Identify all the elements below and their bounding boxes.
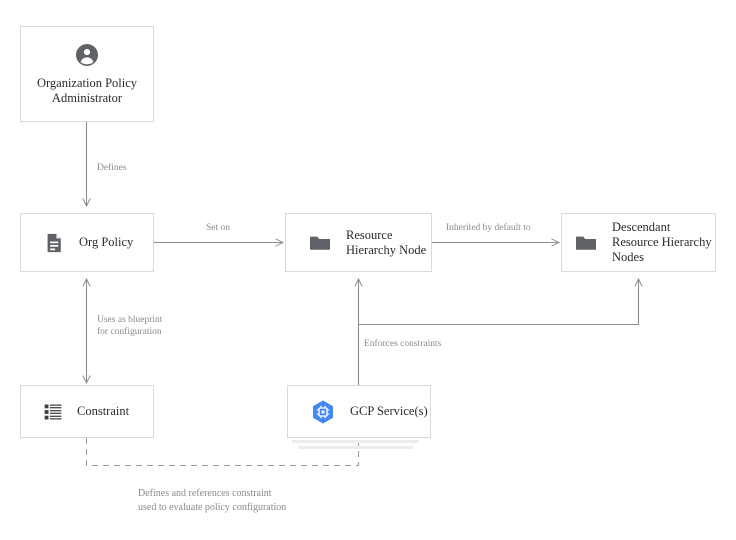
node-org-policy[interactable]: Org Policy <box>20 213 154 272</box>
edge-label-enforces-constraints: Enforces constraints <box>364 339 442 349</box>
edge-label-uses-as-blueprint: Uses as blueprint for configuration <box>97 315 163 337</box>
node-gcp-services[interactable]: GCP Service(s) <box>287 385 431 438</box>
gcp-services-stack-line-1 <box>292 440 419 443</box>
gcp-services-stack-line-2 <box>298 446 413 449</box>
person-circle-icon <box>75 43 99 67</box>
folder-icon <box>308 231 332 255</box>
document-icon <box>43 232 65 254</box>
node-label-org-policy: Org Policy <box>79 235 134 249</box>
list-rows-icon <box>43 402 63 422</box>
node-label-gcp-services: GCP Service(s) <box>350 404 428 418</box>
gcp-hexagon-chip-icon <box>310 399 336 425</box>
node-org-policy-administrator[interactable]: Organization Policy Administrator <box>20 26 154 122</box>
edge-label-defines-and-references-constraint: Defines and references constraint used t… <box>138 488 287 513</box>
edge-label-inherited-by-default-to: Inherited by default to <box>446 223 531 233</box>
folder-icon <box>574 231 598 255</box>
node-label-org-policy-administrator: Organization Policy Administrator <box>36 75 138 105</box>
node-label-descendant-resource-hierarchy-nodes: Descendant Resource Hierarchy Nodes <box>612 220 712 264</box>
node-label-constraint: Constraint <box>77 404 130 418</box>
node-descendant-resource-hierarchy-nodes[interactable]: Descendant Resource Hierarchy Nodes <box>561 213 716 272</box>
edge-label-defines: Defines <box>97 163 127 173</box>
node-resource-hierarchy-node[interactable]: Resource Hierarchy Node <box>285 213 432 272</box>
edge-enforces-constraints <box>359 279 640 385</box>
edge-defines-and-references-constraint <box>85 438 360 467</box>
node-label-resource-hierarchy-node: Resource Hierarchy Node <box>346 227 427 257</box>
edge-label-set-on: Set on <box>206 223 231 233</box>
node-constraint[interactable]: Constraint <box>20 385 154 438</box>
